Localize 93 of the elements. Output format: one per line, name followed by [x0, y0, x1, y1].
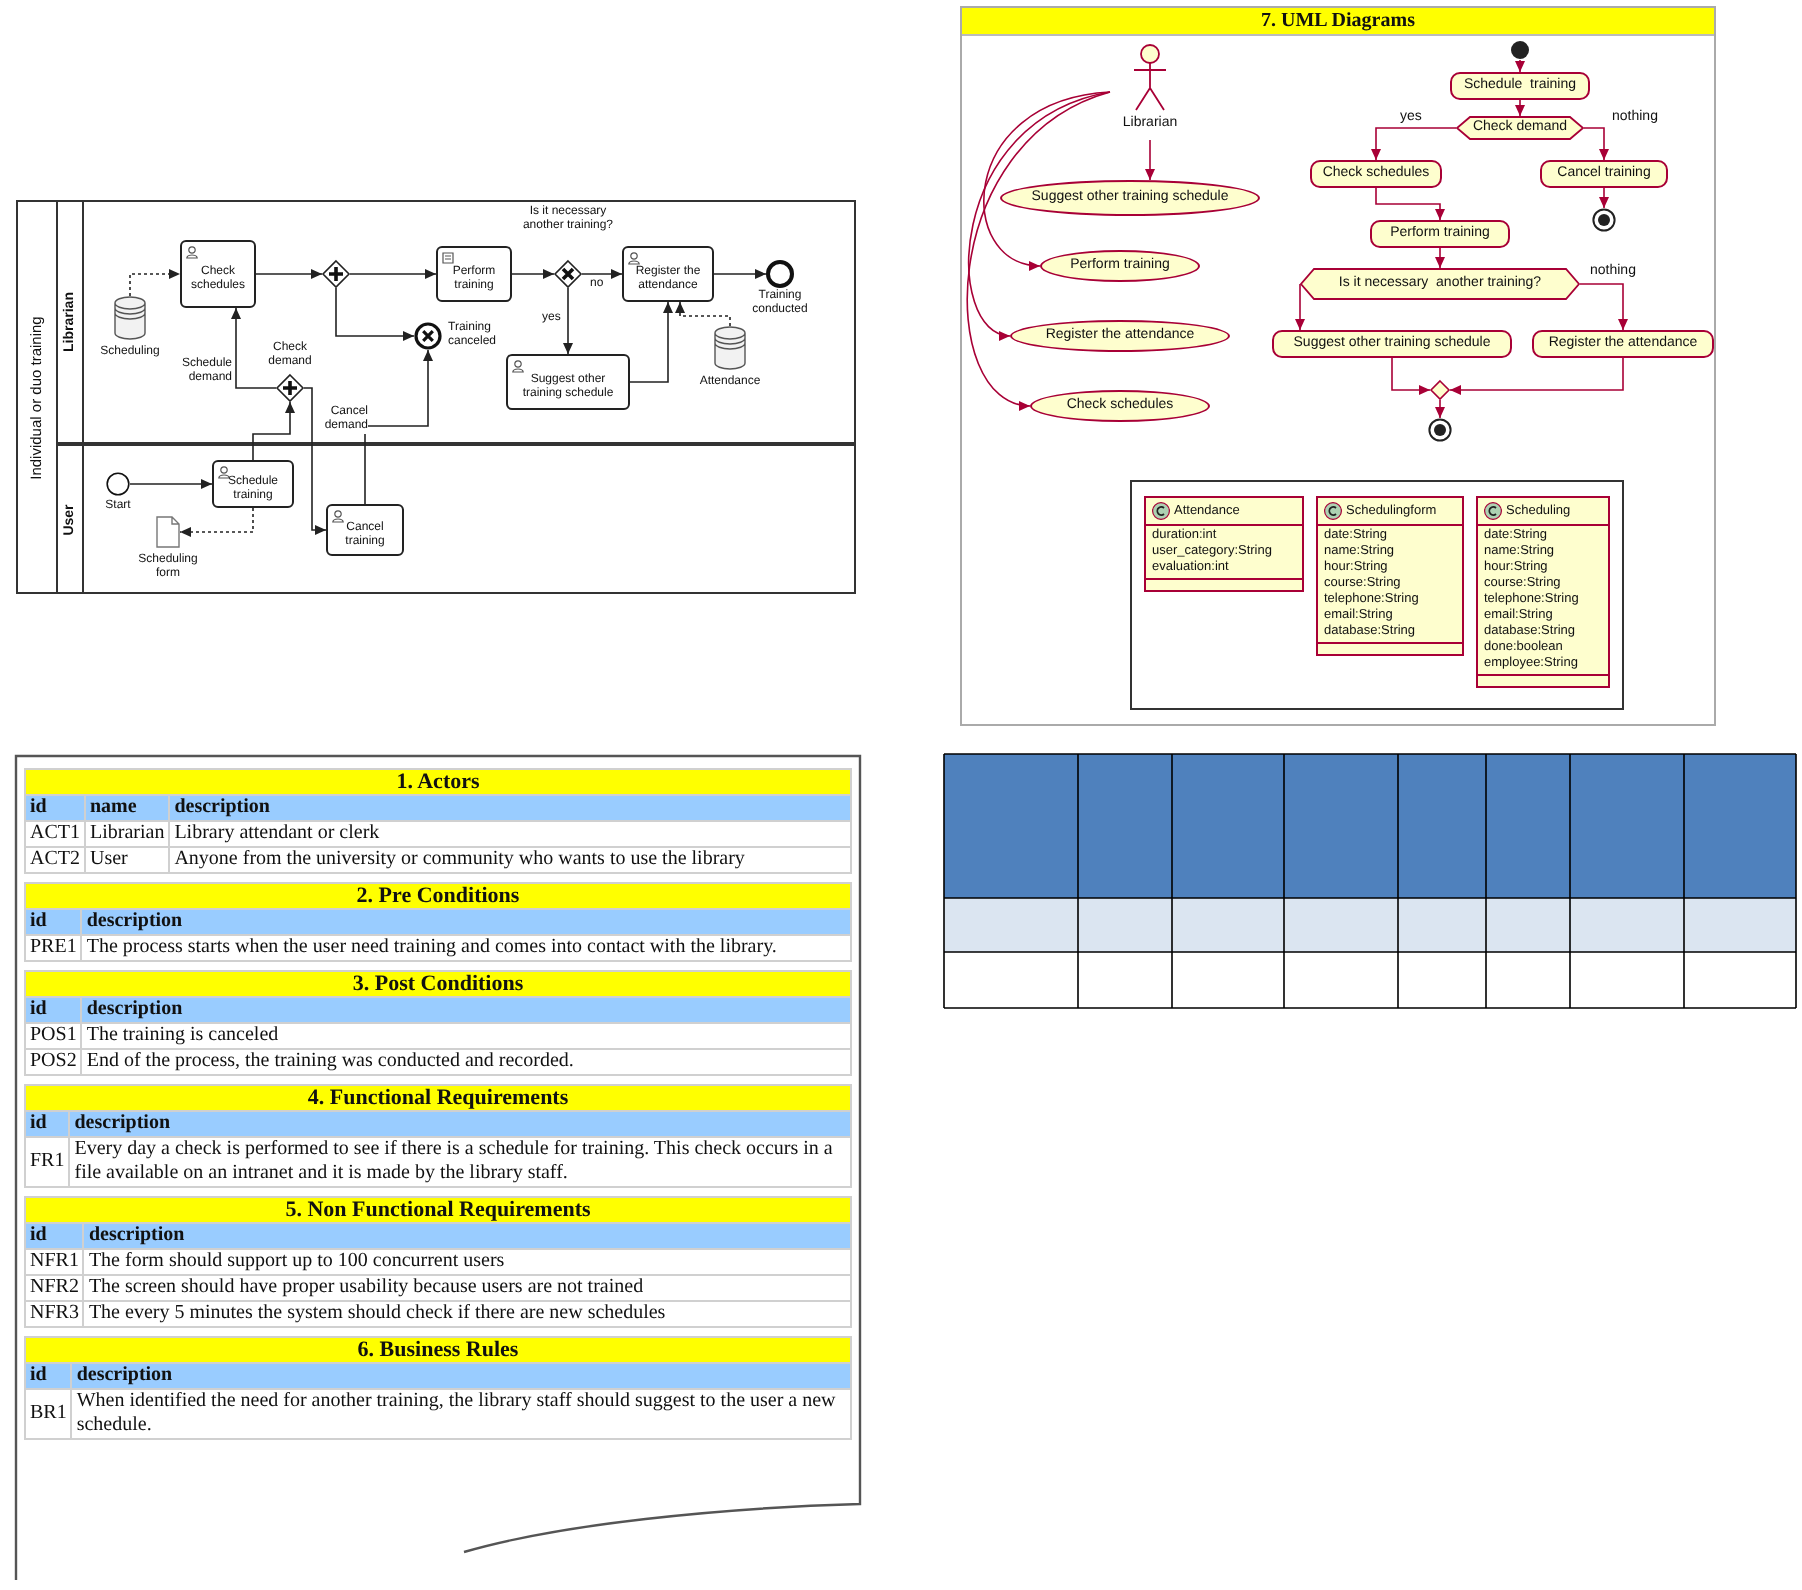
arrow [1579, 283, 1628, 331]
swimlane [56, 444, 856, 594]
arrow [629, 301, 673, 383]
arrow [231, 307, 277, 389]
column-header: id [25, 909, 82, 935]
column-header: id [25, 795, 85, 821]
table-cell: The every 5 minutes the system should check if there are new schedules [83, 1301, 851, 1327]
table-cell: Every day a check is performed to see if there is a schedule for training. This check occurs in a file available on an intranet and it is made by the library staff. [69, 1137, 851, 1187]
arrow [968, 91, 1111, 338]
arrow [1449, 357, 1624, 395]
gateway-diamond [322, 260, 350, 288]
arrow [581, 269, 623, 279]
arrow [675, 301, 731, 327]
column-header: id [25, 1223, 84, 1249]
section-heading: 1. Actors [25, 769, 851, 795]
arrow [1599, 187, 1609, 209]
section-heading: 4. Functional Requirements [25, 1085, 851, 1111]
arrow [1295, 283, 1305, 331]
end-node-circle [1592, 208, 1616, 232]
merge-diamond [1430, 380, 1450, 400]
table-cell: ACT1 [25, 821, 85, 847]
column-header: id [25, 1363, 72, 1389]
arrow [1515, 59, 1525, 73]
arrow [713, 269, 767, 279]
class-diagram-frame [1130, 480, 1624, 710]
arrow [364, 349, 433, 505]
section-heading: 2. Pre Conditions [25, 883, 851, 909]
arrow [129, 479, 213, 489]
arrow [335, 287, 415, 341]
arrow [1375, 187, 1445, 221]
arrow [511, 269, 555, 279]
table-cell: NFR1 [25, 1249, 84, 1275]
arrow [349, 269, 437, 279]
column-header: name [85, 795, 170, 821]
table-cell: The training is canceled [81, 1023, 851, 1049]
arrow [179, 507, 254, 537]
task-box [622, 246, 714, 302]
table-cell: NFR3 [25, 1301, 84, 1327]
diagram-panel [960, 6, 1716, 726]
arrow [255, 269, 323, 279]
task-box [212, 460, 294, 508]
table-cell: Library attendant or clerk [169, 821, 851, 847]
arrow [129, 269, 181, 297]
table-cell: FR1 [25, 1137, 70, 1187]
arrow [1145, 139, 1155, 181]
arrow [1583, 127, 1609, 161]
column-header: description [169, 795, 851, 821]
section-heading: 3. Post Conditions [25, 971, 851, 997]
pool-frame [16, 200, 856, 594]
table-cell: PRE1 [25, 935, 82, 961]
arrow [1435, 399, 1445, 419]
column-header: description [81, 909, 851, 935]
column-header: description [81, 997, 851, 1023]
table-cell: POS2 [25, 1049, 82, 1075]
section-heading: 6. Business Rules [25, 1337, 851, 1363]
class-box [1144, 496, 1304, 592]
table-cell: User [85, 847, 170, 873]
column-header: description [71, 1363, 851, 1389]
column-header: description [69, 1111, 851, 1137]
table-cell: POS1 [25, 1023, 82, 1049]
column-header: description [83, 1223, 851, 1249]
arrow [983, 91, 1111, 270]
column-header: id [25, 1111, 70, 1137]
table-cell: BR1 [25, 1389, 72, 1439]
end-node-circle [1428, 418, 1452, 442]
table-cell: ACT2 [25, 847, 85, 873]
task-box [326, 504, 404, 556]
section-heading: 5. Non Functional Requirements [25, 1197, 851, 1223]
table-cell: Librarian [85, 821, 170, 847]
arrow [563, 287, 573, 355]
task-box [180, 240, 256, 308]
table-cell: End of the process, the training was conducted and recorded. [81, 1049, 851, 1075]
class-box [1476, 496, 1610, 688]
table-cell: The form should support up to 100 concurrent users [83, 1249, 851, 1275]
arrow [303, 387, 327, 535]
arrow [1435, 247, 1445, 269]
swimlane [56, 200, 856, 444]
table-cell: When identified the need for another training, the library staff should suggest to the user a new schedule. [71, 1389, 851, 1439]
column-header: id [25, 997, 82, 1023]
table-cell: The screen should have proper usability because users are not trained [83, 1275, 851, 1301]
arrow [252, 401, 295, 461]
arrow [1371, 127, 1457, 161]
table-cell: Anyone from the university or community who wants to use the library [169, 847, 851, 873]
table-cell: The process starts when the user need training and comes into contact with the library. [81, 935, 851, 961]
class-box [1316, 496, 1464, 656]
arrow [966, 91, 1111, 409]
start-node-circle [1510, 40, 1530, 60]
arrow [1391, 357, 1431, 395]
task-box [506, 354, 630, 410]
section-heading: 7. UML Diagrams [962, 8, 1714, 36]
task-box [436, 246, 512, 302]
table-cell: NFR2 [25, 1275, 84, 1301]
arrow [1515, 99, 1525, 117]
